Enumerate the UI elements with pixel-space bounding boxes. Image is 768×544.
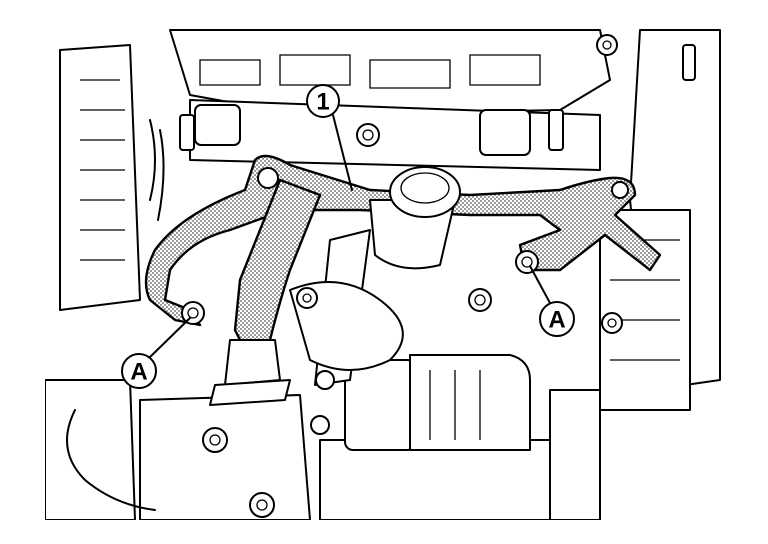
callout-a-left-label: A <box>130 359 147 386</box>
callout-1-label: 1 <box>316 89 329 116</box>
bolts <box>179 34 696 518</box>
callout-a-left: A <box>121 317 191 389</box>
callout-a-right: A <box>529 265 575 337</box>
callout-a-right-label: A <box>548 307 565 334</box>
water-pipe <box>144 154 662 406</box>
engine-background <box>45 29 721 520</box>
callout-1: 1 <box>306 84 353 191</box>
